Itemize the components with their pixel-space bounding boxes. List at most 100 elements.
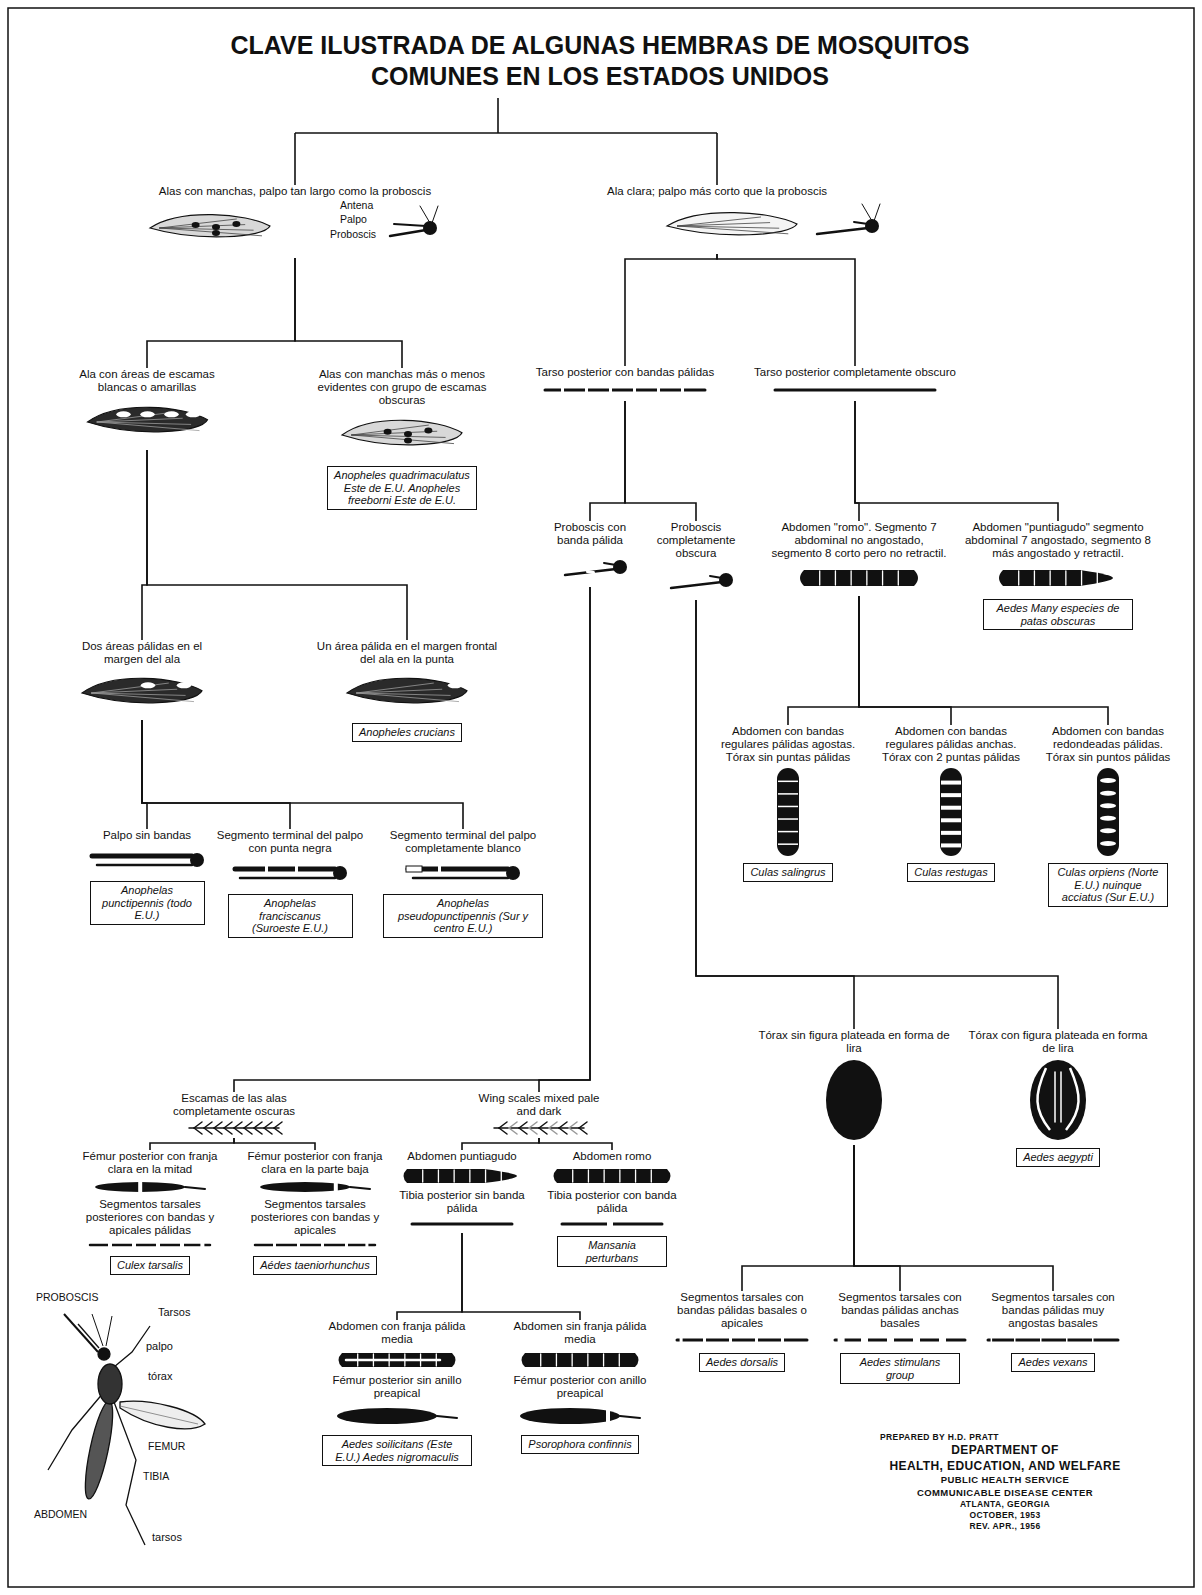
species-name: Aedes Many especies de patas obscuras — [990, 602, 1126, 627]
species-box: Culas salingrus — [743, 863, 832, 882]
illustration — [317, 1402, 477, 1430]
illustration — [75, 1178, 225, 1196]
illustration — [144, 1120, 324, 1136]
illustration — [500, 1348, 660, 1372]
connector — [147, 258, 295, 368]
key-step: Alas con manchas, palpo tan largo como l… — [145, 185, 445, 258]
credit-line: OCTOBER, 1953 — [880, 1510, 1130, 1521]
species-box: Aedes vexans — [1011, 1353, 1094, 1372]
species-box: Anophelas pseudopunctipennis (Sur y cent… — [383, 894, 543, 938]
species-box: Anopheles crucians — [352, 723, 462, 742]
illustration — [1038, 766, 1178, 858]
illustration — [542, 549, 638, 585]
key-step: Tarso posterior con bandas pálidas — [525, 366, 725, 401]
illustration — [978, 1332, 1128, 1348]
step-text: Abdomen puntiagudo — [397, 1150, 527, 1163]
step-text: Ala con áreas de escamas blancas o amari… — [60, 368, 235, 394]
part-label: PROBOSCIS — [36, 1291, 98, 1304]
root-line — [295, 98, 717, 185]
illustration — [542, 1217, 682, 1231]
illustration — [240, 1178, 390, 1196]
step-text: Fémur posterior sin anillo preapical — [317, 1374, 477, 1400]
illustration — [718, 766, 858, 858]
step-text: Segmento terminal del palpo con punta ne… — [215, 829, 365, 855]
part-label: Antena — [340, 199, 373, 212]
step-text: Segmentos tarsales con bandas pálidas ba… — [667, 1291, 817, 1330]
key-step: Abdomen puntiagudoTibia posterior sin ba… — [397, 1150, 527, 1233]
step-text: Alas con manchas, palpo tan largo como l… — [145, 185, 445, 198]
step-text: Segmentos tarsales posteriores con banda… — [240, 1198, 390, 1237]
illustration — [648, 562, 744, 598]
step-text: Segmento terminal del palpo completament… — [378, 829, 548, 855]
species-name: Anophelas franciscanus (Suroeste E.U.) — [235, 897, 346, 935]
illustration — [525, 381, 725, 399]
illustration — [397, 1217, 527, 1231]
key-step: Segmentos tarsales con bandas pálidas an… — [825, 1291, 975, 1384]
connector — [625, 401, 696, 521]
part-label: tarsos — [152, 1531, 182, 1544]
illustration — [963, 562, 1153, 594]
step-text: Abdomen "romo". Segmento 7 abdominal no … — [769, 521, 949, 560]
species-name: Anophelas punctipennis (todo E.U.) — [97, 884, 198, 922]
illustration — [474, 1120, 604, 1136]
part-label: palpo — [146, 1340, 173, 1353]
key-step: Tarso posterior completamente obscuro — [750, 366, 960, 401]
connector — [590, 401, 625, 521]
key-step: Fémur posterior con franja clara en la m… — [75, 1150, 225, 1275]
key-step: Tórax con figura plateada en forma de li… — [963, 1029, 1153, 1167]
key-step: Proboscis completamente obscura — [648, 521, 744, 600]
connector — [625, 254, 717, 366]
species-name: Culas orpiens (Norte E.U.) nuinque accia… — [1055, 866, 1161, 904]
credit-line: ATLANTA, GEORGIA — [880, 1499, 1130, 1510]
title-text: CLAVE ILUSTRADA DE ALGUNAS HEMBRAS DE MO… — [190, 30, 1010, 92]
connector — [854, 1145, 1053, 1291]
frame-border — [8, 8, 1194, 1587]
step-text: Tórax con figura plateada en forma de li… — [963, 1029, 1153, 1055]
species-box: Anophelas franciscanus (Suroeste E.U.) — [228, 894, 353, 938]
key-step: Escamas de las alas completamente oscura… — [144, 1092, 324, 1138]
species-name: Aedes stimulans group — [847, 1356, 953, 1381]
key-step: Un área pálida en el margen frontal del … — [312, 640, 502, 742]
connector — [854, 1145, 900, 1291]
illustration — [87, 844, 207, 876]
illustration — [240, 1239, 390, 1251]
connector — [696, 600, 1058, 1029]
key-step: Abdomen romoTibia posterior con banda pá… — [542, 1150, 682, 1267]
connector — [539, 587, 590, 1092]
species-box: Anophelas punctipennis (todo E.U.) — [90, 881, 205, 925]
step-text: Fémur posterior con franja clara en la p… — [240, 1150, 390, 1176]
illustration — [312, 668, 502, 718]
step-text: Tarso posterior completamente obscuro — [750, 366, 960, 379]
species-name: Aedes dorsalis — [706, 1356, 778, 1369]
step-text: Abdomen con bandas regulares pálidas ago… — [718, 725, 858, 764]
step-text: Proboscis completamente obscura — [648, 521, 744, 560]
key-step: Ala con áreas de escamas blancas o amari… — [60, 368, 235, 450]
species-name: Aedes aegypti — [1023, 1151, 1093, 1164]
connector — [397, 1233, 462, 1320]
credits-block: PREPARED BY H.D. PRATTDEPARTMENT OFHEALT… — [880, 1432, 1130, 1532]
species-name: Anophelas pseudopunctipennis (Sur y cent… — [390, 897, 536, 935]
connector — [142, 720, 463, 829]
credit-line: HEALTH, EDUCATION, AND WELFARE — [880, 1459, 1130, 1475]
step-text: Segmentos tarsales posteriores con banda… — [75, 1198, 225, 1237]
key-step: Segmento terminal del palpo con punta ne… — [215, 829, 365, 938]
key-step: Dos áreas pálidas en el margen del ala — [62, 640, 222, 720]
species-box: Aedes stimulans group — [840, 1353, 960, 1384]
key-step: Wing scales mixed pale and dark — [474, 1092, 604, 1138]
step-text: Escamas de las alas completamente oscura… — [144, 1092, 324, 1118]
illustration — [378, 857, 548, 889]
illustration — [769, 562, 949, 594]
species-name: Culas salingrus — [750, 866, 825, 879]
step-text: Abdomen con bandas redondeadas pálidas. … — [1038, 725, 1178, 764]
credit-line: DEPARTMENT OF — [880, 1443, 1130, 1459]
step-text: Abdomen romo — [542, 1150, 682, 1163]
part-label: Tarsos — [158, 1306, 190, 1319]
part-label: Palpo — [340, 213, 367, 226]
species-name: Aedes soilicitans (Este E.U.) Aedes nigr… — [329, 1438, 465, 1463]
connector — [150, 1138, 234, 1150]
illustration — [145, 200, 445, 256]
step-text: Tibia posterior con banda pálida — [542, 1189, 682, 1215]
species-box: Psorophora confinnis — [521, 1435, 638, 1454]
step-text: Abdomen con franja pálida media — [317, 1320, 477, 1346]
